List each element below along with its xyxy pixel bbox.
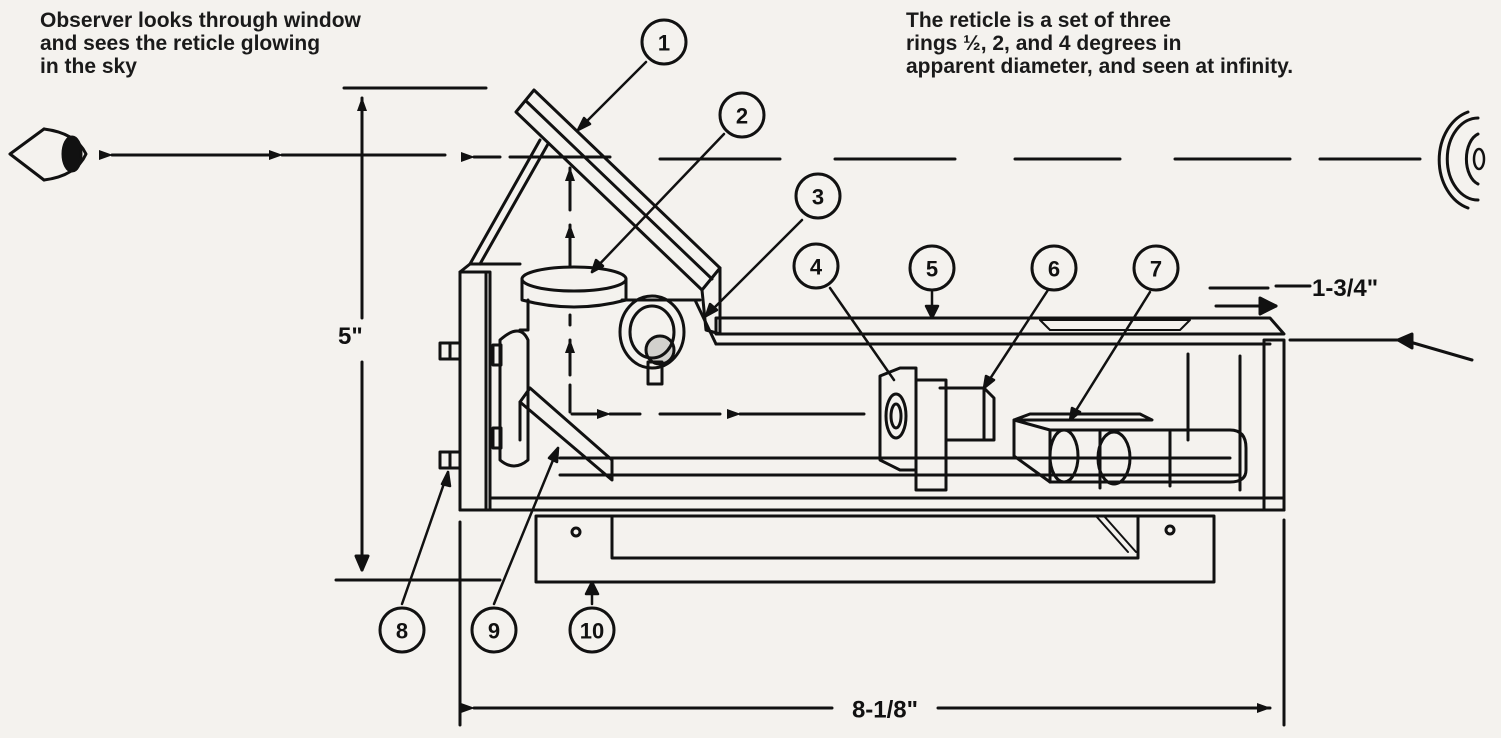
- reticle-caption-line: apparent diameter, and seen at infinity.: [906, 55, 1294, 78]
- callout-circle-6: [1030, 244, 1078, 292]
- internal-light-path: [565, 166, 866, 419]
- reticle-caption-line: The reticle is a set of three: [906, 9, 1171, 32]
- housing: [438, 262, 1286, 512]
- rheostat-knob: [618, 294, 686, 386]
- callout-circle-1: [640, 18, 688, 66]
- leader-lines: [400, 60, 1152, 606]
- callout-label-6: 6: [1048, 257, 1060, 282]
- window-height-label: 1-3/4": [1312, 275, 1378, 302]
- collimating-lens: [518, 265, 702, 332]
- callout-label-5: 5: [926, 257, 938, 282]
- callout-label-3: 3: [812, 185, 824, 210]
- observer-caption: Observer looks through window and sees t…: [40, 9, 361, 78]
- callout-circle-10: [568, 606, 616, 654]
- callout-circle-8: [378, 606, 426, 654]
- callout-label-1: 1: [658, 31, 670, 56]
- callout-label-10: 10: [580, 619, 604, 644]
- reticle-caption-line: rings ½, 2, and 4 degrees in: [906, 32, 1182, 55]
- height-dimension: [334, 86, 502, 582]
- sight-line: [99, 150, 1422, 162]
- height-label: 5": [338, 323, 363, 350]
- callout-label-7: 7: [1150, 257, 1162, 282]
- callout-circle-9: [470, 606, 518, 654]
- callout-label-4: 4: [810, 255, 823, 280]
- glass-support: [468, 138, 550, 266]
- observer-caption-line: in the sky: [40, 55, 137, 78]
- reticle-caption: The reticle is a set of three rings ½, 2…: [906, 9, 1293, 78]
- eye-icon: [8, 127, 88, 182]
- mounting-bracket: [534, 514, 1216, 584]
- callout-label-2: 2: [736, 104, 748, 129]
- callout-label-8: 8: [396, 619, 408, 644]
- observer-caption-line: Observer looks through window: [40, 9, 361, 32]
- callout-circle-5: [908, 244, 956, 292]
- observer-caption-line: and sees the reticle glowing: [40, 32, 321, 55]
- callout-label-9: 9: [488, 619, 500, 644]
- callout-circle-4: [792, 242, 840, 290]
- reticle-rings-icon: [1437, 110, 1486, 210]
- fold-mirror: [491, 329, 614, 482]
- callout-circle-7: [1132, 244, 1180, 292]
- window-dimension: [1208, 284, 1474, 362]
- length-dimension: [458, 518, 1286, 727]
- reticle-cell: [878, 366, 948, 492]
- callout-circle-2: [718, 91, 766, 139]
- callout-circle-3: [794, 172, 842, 220]
- callout-circles: [378, 18, 1180, 654]
- length-label: 8-1/8": [852, 697, 918, 724]
- lamp-assembly: [938, 386, 996, 442]
- battery-pack: [1012, 412, 1248, 490]
